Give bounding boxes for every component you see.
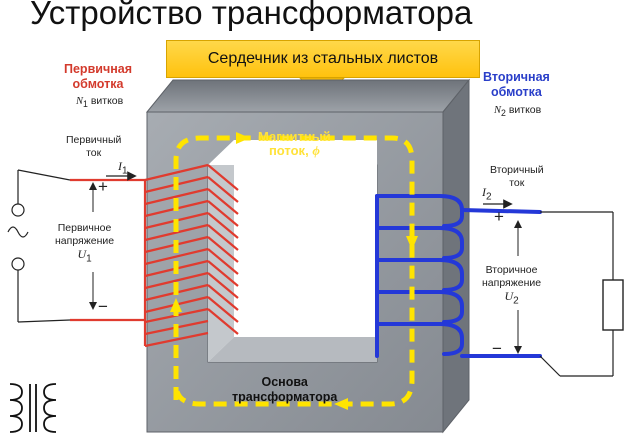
secondary-minus-sign: −	[492, 339, 502, 358]
page-title: Устройство трансформатора	[30, 0, 473, 31]
magnetic-flux-label: Магнитный поток, ϕ	[258, 129, 331, 158]
primary-turns-label: N1 витков	[76, 95, 124, 110]
load-resistor	[602, 279, 624, 331]
core-window-top-shade	[208, 140, 377, 165]
transformer-schematic-icon	[9, 383, 57, 433]
secondary-turns-label: N2 витков	[494, 104, 542, 119]
core-window-back	[234, 140, 377, 337]
secondary-plus-sign: +	[494, 207, 504, 226]
secondary-current-symbol: I2	[482, 185, 492, 203]
core-top-face	[145, 79, 471, 113]
flux-arrow-top	[236, 132, 250, 144]
secondary-circuit	[539, 211, 614, 377]
magnetic-flux-path	[173, 135, 415, 407]
core-material-banner: Сердечник из стальных листов	[166, 40, 480, 78]
primary-current-symbol: I1	[118, 159, 128, 177]
flux-arrow-right	[406, 236, 418, 250]
flux-arrow-bottom	[334, 398, 348, 410]
primary-plus-sign: +	[98, 177, 108, 196]
primary-circuit	[7, 169, 71, 323]
primary-minus-sign: −	[98, 297, 108, 316]
core-window-bottom-depth	[208, 337, 377, 362]
secondary-winding	[375, 194, 542, 358]
flux-arrow-left	[170, 298, 182, 312]
